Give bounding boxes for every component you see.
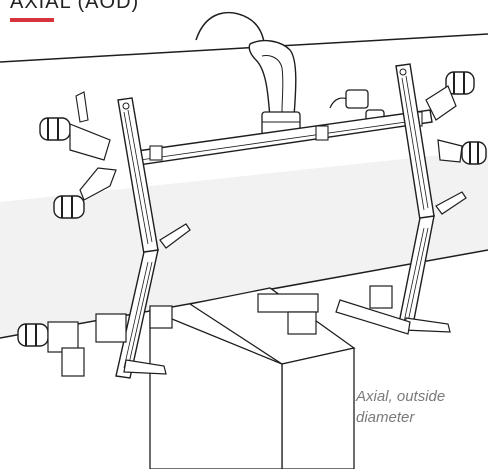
probe-handle	[248, 39, 301, 137]
left-wheel-assembly-bottom	[17, 321, 85, 377]
caption-line-1: Axial, outside	[356, 388, 446, 405]
left-wheel-assembly-middle	[53, 167, 117, 219]
support-block	[149, 287, 356, 469]
right-upper-arm	[395, 63, 467, 221]
lower-carriage	[95, 285, 411, 343]
caption-line-2: diameter	[356, 409, 415, 426]
right-wheel-assembly-middle	[437, 139, 487, 165]
figure-caption: Axial, outside diameter	[356, 386, 445, 428]
page-title: AXIAL (AOD)	[10, 0, 140, 13]
right-lower-arm	[397, 215, 451, 333]
left-wheel-assembly-top	[39, 91, 111, 161]
left-lower-arm	[115, 249, 167, 379]
right-wheel-assembly-top	[425, 71, 475, 121]
title-underline	[10, 18, 54, 22]
left-upper-arm	[117, 97, 191, 255]
